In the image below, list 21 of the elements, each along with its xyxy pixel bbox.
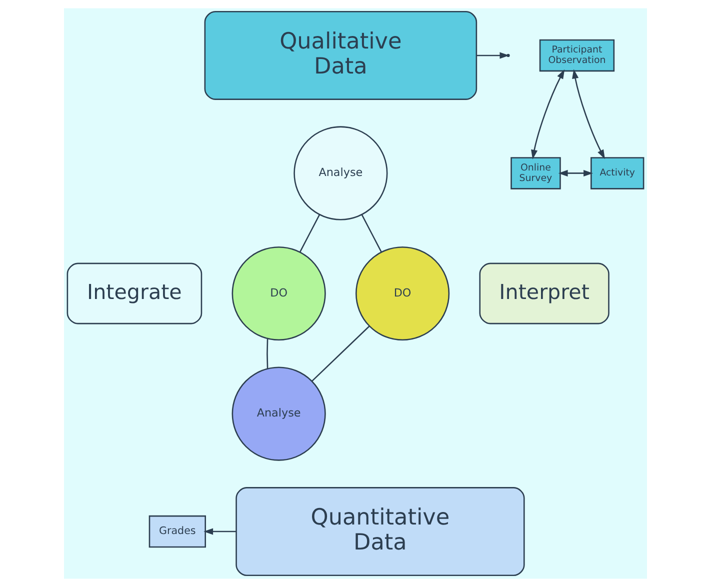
node-box: Quantitative Data bbox=[235, 487, 524, 576]
arrow bbox=[558, 170, 592, 177]
node-circle: Analyse bbox=[231, 366, 326, 461]
node-box: Integrate bbox=[66, 262, 202, 324]
arrow bbox=[476, 52, 509, 59]
node-box: Grades bbox=[148, 515, 206, 548]
arrow bbox=[530, 69, 564, 160]
node-box: Activity bbox=[590, 157, 644, 190]
node-circle: Analyse bbox=[293, 126, 388, 220]
node-box: Participant Observation bbox=[538, 39, 614, 72]
node-circle: DO bbox=[355, 246, 450, 341]
node-box: Online Survey bbox=[510, 157, 560, 190]
node-box: Qualitative Data bbox=[204, 11, 477, 100]
connector bbox=[360, 214, 382, 252]
connector bbox=[298, 214, 320, 252]
node-circle: DO bbox=[231, 246, 326, 341]
arrow bbox=[572, 69, 604, 160]
node-box: Interpret bbox=[478, 262, 609, 324]
connector bbox=[266, 338, 268, 369]
connector bbox=[311, 326, 370, 382]
arrow bbox=[203, 528, 236, 535]
